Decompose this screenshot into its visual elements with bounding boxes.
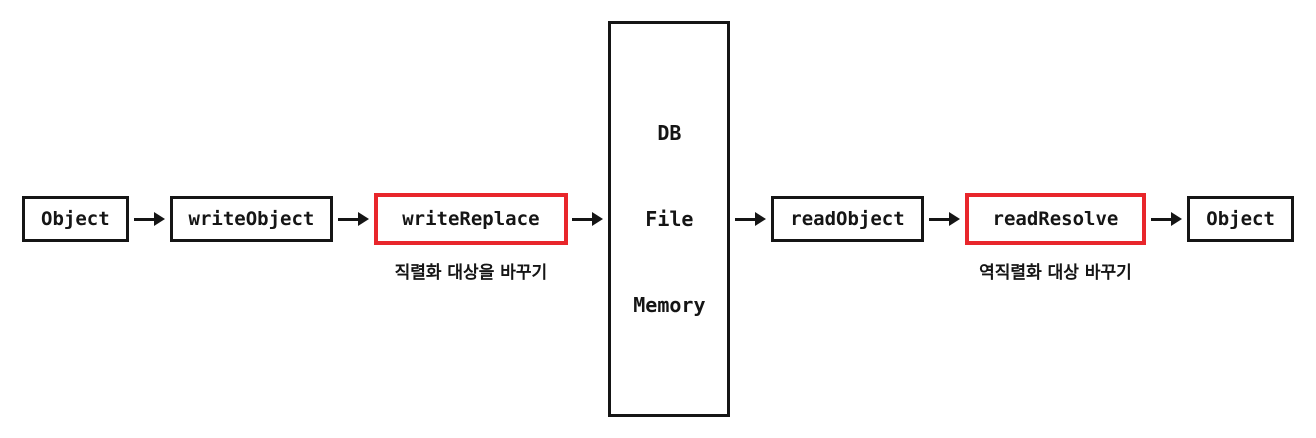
node-write-object-label: writeObject	[188, 208, 315, 230]
arrow-shaft	[572, 217, 593, 221]
node-write-replace: writeReplace	[374, 193, 568, 245]
storage-item-memory: Memory	[633, 293, 706, 317]
arrow-head	[755, 212, 767, 226]
storage-item-db: DB	[657, 121, 682, 145]
arrow-right-icon	[735, 212, 767, 226]
arrow-right-icon	[338, 212, 370, 226]
arrow-head	[358, 212, 370, 226]
arrow-head	[592, 212, 604, 226]
arrow-shaft	[133, 217, 154, 221]
node-read-resolve-label: readResolve	[992, 208, 1119, 230]
arrow-shaft	[338, 217, 359, 221]
node-object-end-label: Object	[1206, 208, 1275, 230]
node-write-replace-label: writeReplace	[402, 208, 540, 230]
node-read-object-label: readObject	[790, 208, 905, 230]
write-replace-group: writeReplace 직렬화 대상을 바꾸기	[374, 193, 568, 283]
storage-box: DB File Memory	[608, 21, 731, 417]
node-object-start-label: Object	[41, 208, 110, 230]
arrow-right-icon	[1151, 212, 1183, 226]
node-read-object: readObject	[771, 196, 924, 242]
arrow-head	[1171, 212, 1183, 226]
arrow-right-icon	[572, 212, 604, 226]
storage-item-file: File	[645, 207, 694, 231]
arrow-head	[153, 212, 165, 226]
deserialize-note: 역직렬화 대상 바꾸기	[979, 263, 1132, 283]
node-write-object: writeObject	[169, 196, 334, 242]
arrow-shaft	[735, 217, 756, 221]
node-read-resolve: readResolve	[964, 193, 1147, 245]
serialize-note: 직렬화 대상을 바꾸기	[394, 263, 548, 283]
node-object-start: Object	[22, 196, 129, 242]
arrow-head	[948, 212, 960, 226]
arrow-right-icon	[133, 212, 165, 226]
arrow-shaft	[928, 217, 949, 221]
arrow-shaft	[1151, 217, 1172, 221]
node-object-end: Object	[1187, 196, 1294, 242]
read-resolve-group: readResolve 역직렬화 대상 바꾸기	[964, 193, 1147, 283]
arrow-right-icon	[928, 212, 960, 226]
